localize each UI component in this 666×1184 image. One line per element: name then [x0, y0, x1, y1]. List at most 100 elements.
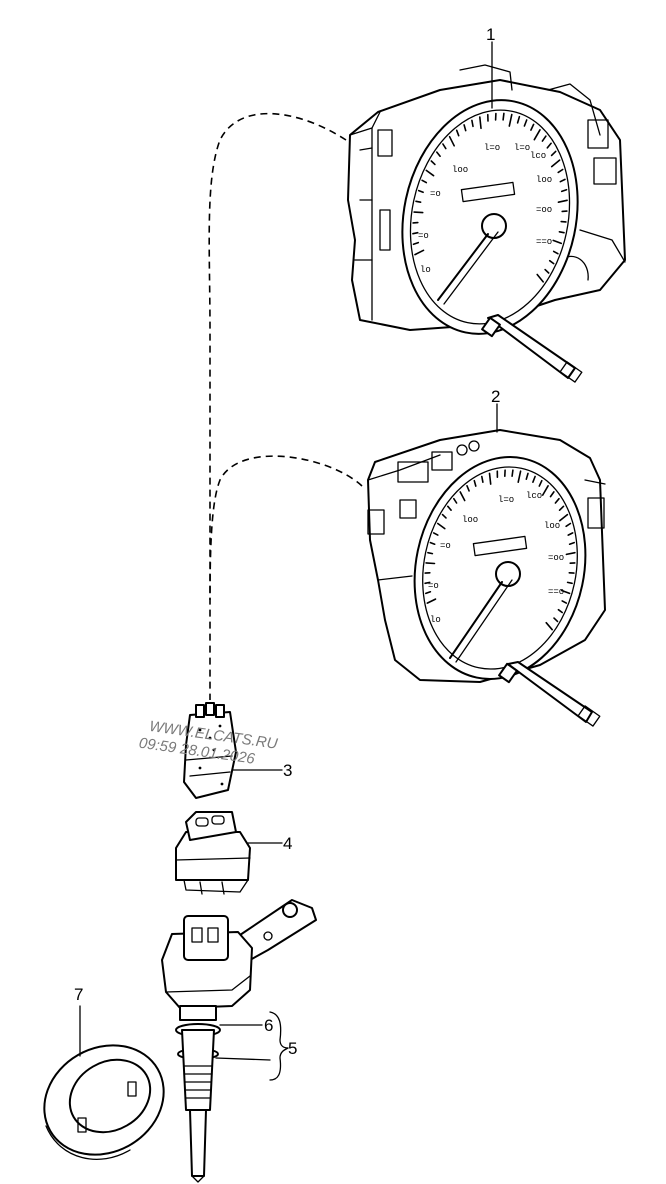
dial-tick	[502, 112, 505, 121]
svg-text:l=o: l=o	[498, 495, 514, 505]
dial-tick	[429, 541, 436, 546]
dial-tick	[459, 491, 466, 502]
svg-text:==o: ==o	[536, 237, 552, 247]
dial-tick	[488, 472, 492, 485]
dial-tick	[557, 168, 564, 174]
dial-tick	[432, 532, 439, 536]
dial-tick	[558, 231, 565, 234]
svg-text:loo: loo	[544, 521, 560, 531]
dial-tick	[557, 199, 568, 203]
dial-tick	[516, 115, 521, 124]
dial-tick	[412, 231, 419, 235]
dial-tick	[436, 522, 446, 530]
dial-tick	[544, 268, 550, 274]
dial-tick	[414, 249, 425, 256]
instrument-cluster-upper: =o loo l=o l=o lco loo =oo ==o =o lo	[347, 64, 626, 383]
instrument-cluster-lower: =o loo l=o lco loo =oo ==o =o lo	[367, 429, 606, 727]
dial-tick	[546, 142, 552, 149]
dial-tick	[568, 541, 576, 546]
dial-tick	[552, 250, 559, 255]
speedometer-dial-ticks-lower	[424, 469, 576, 631]
dial-tick	[560, 188, 568, 193]
svg-text:lo: lo	[420, 265, 431, 275]
svg-text:lco: lco	[526, 491, 542, 501]
dial-tick	[550, 159, 561, 168]
dial-tick	[435, 151, 441, 157]
svg-text:loo: loo	[462, 515, 478, 525]
callout-6: 6	[264, 1016, 273, 1035]
dial-tick	[463, 124, 467, 132]
dial-tick	[424, 581, 431, 585]
leader-lines	[79, 41, 498, 1081]
dial-tick	[471, 119, 474, 128]
dial-tick	[565, 522, 572, 528]
dial-tick	[478, 116, 482, 130]
dial-tick	[508, 113, 513, 127]
dial-tick	[558, 513, 569, 522]
svg-text:loo: loo	[452, 165, 468, 175]
dial-tick	[417, 189, 424, 194]
callout-5: 5	[288, 1039, 297, 1058]
svg-text:lo: lo	[430, 615, 441, 625]
speedometer-cable-routing	[208, 112, 363, 700]
dial-tick	[424, 590, 432, 595]
dial-tick	[517, 470, 522, 484]
dial-tick	[532, 475, 536, 484]
dial-tick	[567, 532, 574, 536]
dial-tick	[561, 600, 568, 604]
dial-tick	[448, 135, 456, 147]
svg-text:=oo: =oo	[548, 553, 564, 563]
speedometer-dial-ticks-upper	[412, 112, 568, 283]
dial-tick	[558, 505, 565, 512]
svg-text:==o: ==o	[548, 587, 564, 597]
dial-tick	[430, 160, 436, 166]
dial-tick	[552, 239, 563, 245]
svg-text:l=o: l=o	[484, 143, 500, 153]
callout-7: 7	[74, 985, 83, 1004]
dial-tick	[413, 211, 424, 214]
dial-tick	[557, 608, 564, 614]
connector-housing	[183, 702, 237, 799]
dial-tick	[427, 551, 434, 555]
dial-tick	[559, 178, 566, 183]
dial-tick	[441, 513, 447, 519]
dial-tick	[548, 259, 555, 265]
dial-tick	[426, 598, 437, 604]
connector-adapter	[175, 811, 251, 895]
dial-tick	[560, 589, 571, 595]
dial-tick	[446, 505, 452, 512]
dial-tick	[425, 169, 435, 177]
svg-text:=o: =o	[430, 189, 441, 199]
dial-tick	[550, 150, 557, 157]
callout-labels: 1 2 3 4 5 6 7	[74, 25, 500, 1058]
dial-tick	[533, 129, 541, 141]
dial-tick	[412, 241, 420, 246]
callout-2: 2	[491, 387, 500, 406]
dial-tick	[455, 129, 460, 137]
dial-tick	[421, 179, 428, 184]
dial-tick	[541, 135, 547, 142]
dial-tick	[511, 469, 514, 478]
svg-text:l=o: l=o	[514, 143, 530, 153]
dial-tick	[523, 119, 528, 127]
svg-text:=o: =o	[428, 581, 439, 591]
dial-tick	[553, 617, 559, 623]
dial-tick	[538, 479, 543, 487]
dial-tick	[554, 497, 560, 504]
dial-tick	[525, 472, 529, 481]
dial-tick	[536, 273, 545, 283]
callout-4: 4	[283, 834, 292, 853]
svg-text:=o: =o	[440, 541, 451, 551]
dial-tick	[565, 551, 576, 556]
dial-tick	[480, 475, 484, 484]
svg-text:=oo: =oo	[536, 205, 552, 215]
svg-text:lco: lco	[530, 151, 546, 161]
dial-tick	[473, 479, 477, 487]
dial-tick	[415, 200, 422, 203]
dial-tick	[442, 143, 447, 150]
svg-text:=o: =o	[418, 231, 429, 241]
svg-text:loo: loo	[536, 175, 552, 185]
ring-washer	[43, 1044, 165, 1160]
dial-tick	[466, 484, 470, 492]
